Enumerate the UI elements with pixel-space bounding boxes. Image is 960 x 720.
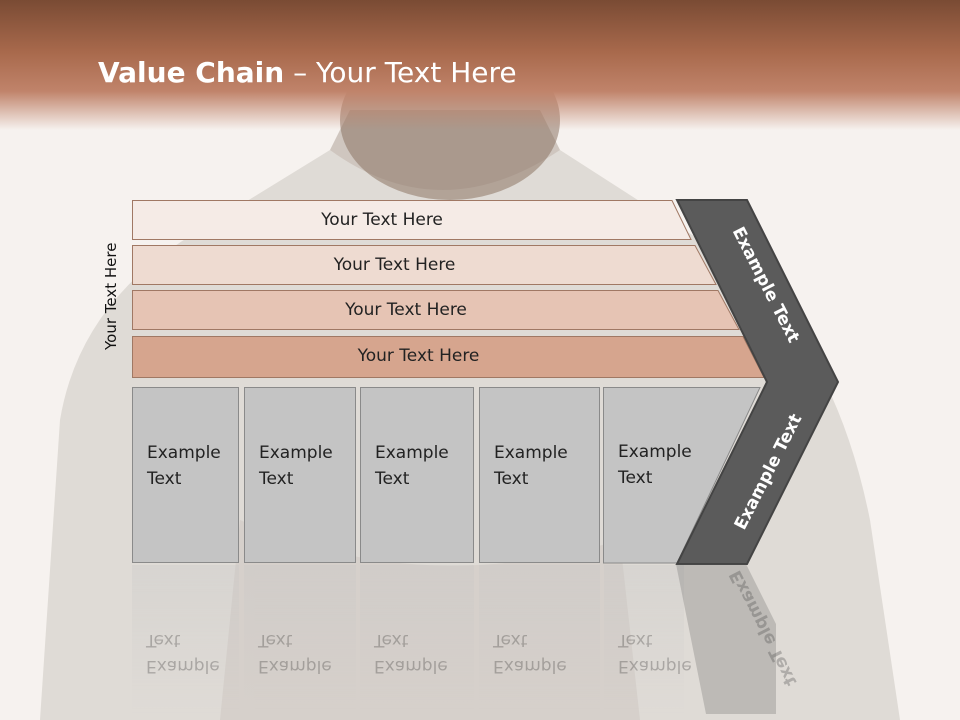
box-5-line1: Example [618, 442, 692, 462]
activity-box-4: Example Text [479, 387, 600, 563]
activity-box-3: Example Text [360, 387, 474, 563]
band-3-shape [132, 290, 740, 330]
chevron-shape [675, 199, 840, 565]
box-3-line1: Example [375, 443, 449, 463]
band-2: Your Text Here [132, 245, 717, 285]
band-1-shape [132, 200, 692, 240]
header-bar [0, 0, 960, 130]
band-3-label: Your Text Here [345, 300, 467, 320]
reflection-3-line1: Example [374, 656, 448, 676]
box-2-line2: Text [259, 469, 294, 489]
title-bold: Value Chain [98, 56, 285, 89]
box-3-line2: Text [375, 469, 410, 489]
box-2-line1: Example [259, 443, 333, 463]
box-4-line2: Text [494, 469, 529, 489]
side-label: Your Text Here [102, 242, 120, 350]
reflection-2-line1: Example [258, 656, 332, 676]
chevron-reflection [676, 564, 776, 714]
activity-box-2: Example Text [244, 387, 356, 563]
title-rest: – Your Text Here [284, 56, 517, 89]
reflection-3: Example Text [360, 565, 474, 715]
reflection-2-line2: Text [258, 630, 293, 650]
band-1: Your Text Here [132, 200, 692, 240]
page-title: Value Chain – Your Text Here [98, 56, 517, 89]
reflection-3-line2: Text [374, 630, 409, 650]
activity-box-5: Example Text [604, 387, 692, 491]
band-2-shape [132, 245, 717, 285]
reflection-1-line1: Example [146, 656, 220, 676]
activity-box-1: Example Text [132, 387, 239, 563]
band-1-label: Your Text Here [321, 210, 443, 230]
box-4-line1: Example [494, 443, 568, 463]
box-1-line2: Text [147, 469, 182, 489]
reflection-4-line1: Example [493, 656, 567, 676]
reflection-4: Example Text [479, 565, 600, 715]
reflection-1: Example Text [132, 565, 239, 715]
box-5-line2: Text [618, 468, 653, 488]
band-2-label: Your Text Here [333, 255, 456, 275]
reflection-1-line2: Text [146, 630, 181, 650]
box-1-line1: Example [147, 443, 221, 463]
band-4-label: Your Text Here [357, 346, 480, 366]
reflection-4-line2: Text [493, 630, 528, 650]
reflection-2: Example Text [244, 565, 356, 715]
band-3: Your Text Here [132, 290, 740, 330]
